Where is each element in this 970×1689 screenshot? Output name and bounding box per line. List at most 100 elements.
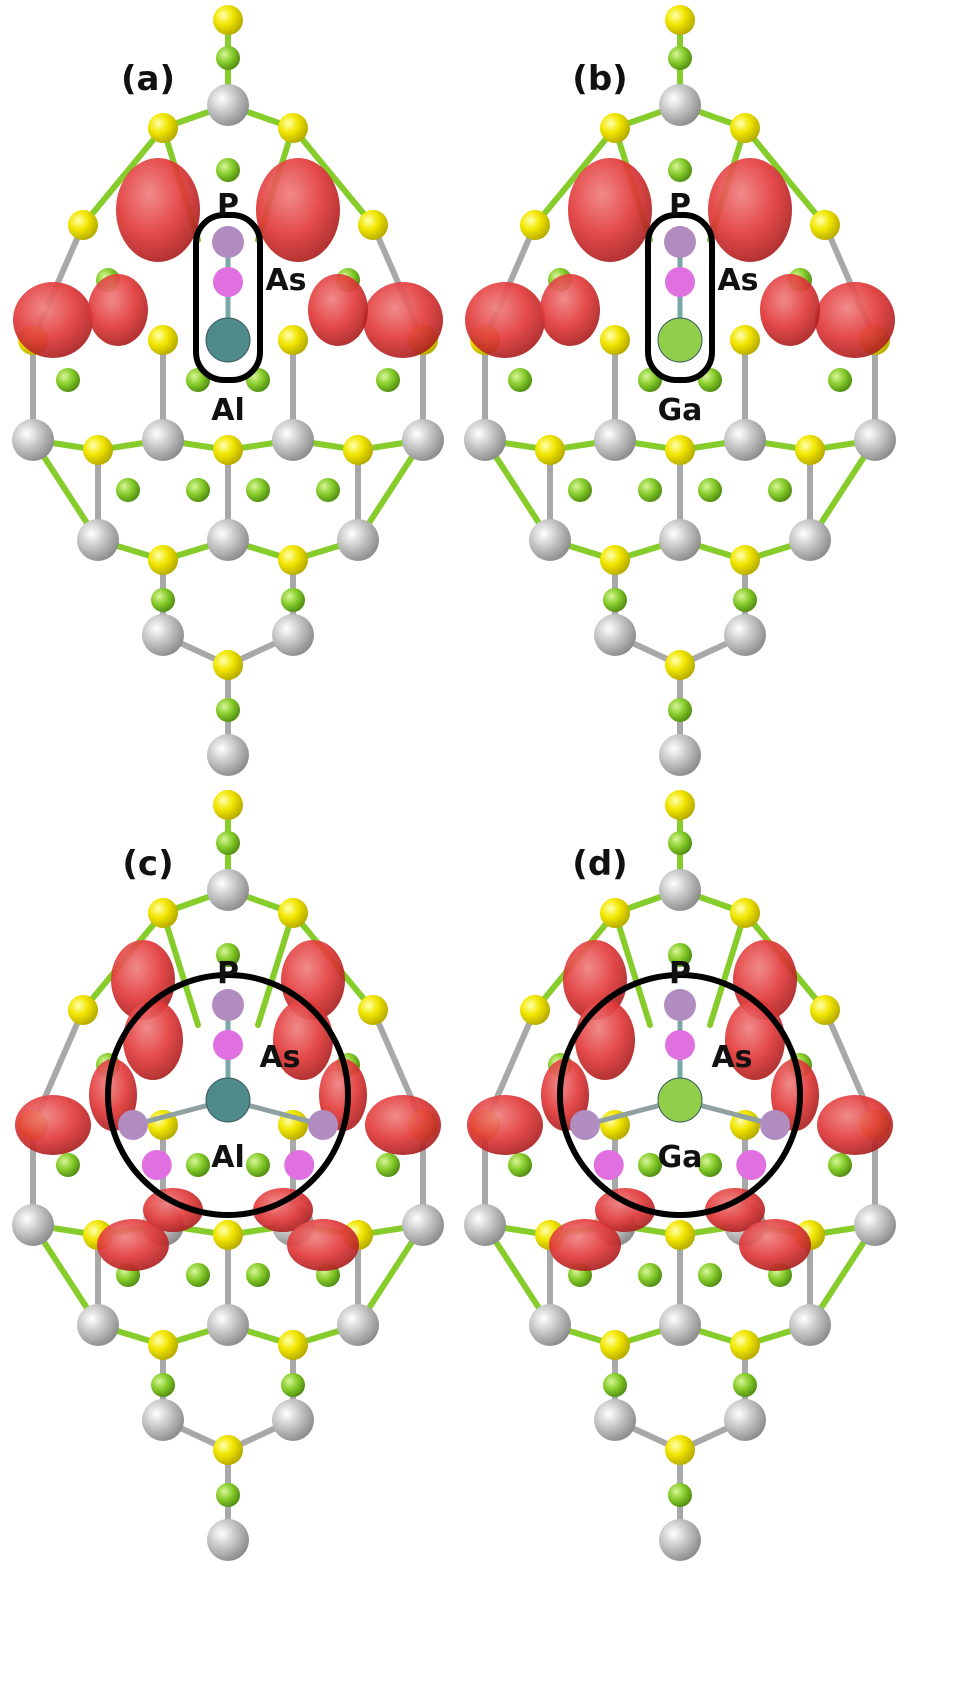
density-lobe bbox=[540, 274, 600, 346]
atom-si bbox=[337, 1304, 379, 1346]
highlight-circle bbox=[105, 972, 351, 1218]
atom-s bbox=[358, 995, 388, 1025]
atom-si bbox=[659, 869, 701, 911]
atom-si bbox=[659, 519, 701, 561]
highlight-capsule bbox=[193, 212, 263, 383]
atom-si bbox=[77, 1304, 119, 1346]
atom-green bbox=[186, 1153, 210, 1177]
atom-green bbox=[246, 1153, 270, 1177]
atom-s bbox=[148, 1330, 178, 1360]
label-as: As bbox=[259, 1040, 300, 1075]
atom-si bbox=[529, 519, 571, 561]
label-dopant: Ga bbox=[658, 393, 703, 428]
atom-green bbox=[56, 368, 80, 392]
label-p: P bbox=[217, 956, 239, 991]
atom-s bbox=[213, 1220, 243, 1250]
atom-green bbox=[316, 478, 340, 502]
atom-si bbox=[207, 1519, 249, 1561]
atom-s bbox=[520, 210, 550, 240]
atom-si bbox=[659, 734, 701, 776]
panel-label: (b) bbox=[572, 59, 627, 99]
highlight-capsule bbox=[645, 212, 715, 383]
atom-green bbox=[216, 46, 240, 70]
atom-si bbox=[272, 614, 314, 656]
density-lobe bbox=[575, 1000, 635, 1080]
bond bbox=[290, 125, 376, 228]
atom-p bbox=[212, 226, 244, 258]
atom-green bbox=[508, 1153, 532, 1177]
atom-si bbox=[529, 1304, 571, 1346]
atom-s bbox=[148, 325, 178, 355]
density-lobe bbox=[595, 1188, 655, 1232]
atom-green bbox=[246, 1263, 270, 1287]
density-lobe bbox=[568, 158, 652, 262]
label-dopant: Al bbox=[211, 393, 245, 428]
density-lobe bbox=[88, 274, 148, 346]
density-lobe bbox=[15, 1095, 91, 1155]
atom-as bbox=[593, 1150, 624, 1180]
atom-s bbox=[148, 113, 178, 143]
atom-p bbox=[308, 1110, 338, 1140]
label-as: As bbox=[717, 263, 758, 298]
atom-green bbox=[216, 943, 240, 967]
atom-green bbox=[638, 1263, 662, 1287]
density-lobe bbox=[549, 1219, 621, 1271]
atom-green bbox=[376, 1153, 400, 1177]
bond bbox=[80, 125, 166, 228]
atom-s bbox=[665, 1435, 695, 1465]
atom-si bbox=[207, 519, 249, 561]
atom-s bbox=[730, 325, 760, 355]
atom-green bbox=[281, 588, 305, 612]
atom-green bbox=[246, 478, 270, 502]
atom-s bbox=[810, 210, 840, 240]
bond bbox=[255, 910, 296, 1028]
atom-s bbox=[83, 435, 113, 465]
density-lobe bbox=[253, 1188, 313, 1232]
atom-as bbox=[141, 1150, 172, 1180]
atom-green bbox=[768, 478, 792, 502]
atom-green bbox=[828, 368, 852, 392]
atom-s bbox=[600, 545, 630, 575]
density-lobe bbox=[116, 158, 200, 262]
atom-s bbox=[600, 113, 630, 143]
atom-dopant bbox=[657, 1077, 703, 1123]
atom-green bbox=[698, 478, 722, 502]
bond bbox=[160, 910, 201, 1028]
atom-s bbox=[730, 113, 760, 143]
atom-si bbox=[789, 1304, 831, 1346]
atom-s bbox=[213, 650, 243, 680]
atom-green bbox=[216, 158, 240, 182]
atom-green bbox=[216, 698, 240, 722]
atom-as bbox=[665, 267, 695, 297]
label-p: P bbox=[669, 956, 691, 991]
atom-green bbox=[376, 368, 400, 392]
atom-s bbox=[535, 435, 565, 465]
atom-s bbox=[278, 325, 308, 355]
atom-si bbox=[142, 614, 184, 656]
atom-green bbox=[733, 588, 757, 612]
atom-si bbox=[77, 519, 119, 561]
density-lobe bbox=[143, 1188, 203, 1232]
atom-s bbox=[665, 435, 695, 465]
label-p: P bbox=[669, 188, 691, 223]
atom-green bbox=[186, 478, 210, 502]
atom-si bbox=[464, 419, 506, 461]
atom-green bbox=[281, 1373, 305, 1397]
density-lobe bbox=[13, 282, 93, 358]
atom-green bbox=[733, 1373, 757, 1397]
atom-s bbox=[278, 545, 308, 575]
atom-as bbox=[213, 1030, 243, 1060]
density-lobe bbox=[256, 158, 340, 262]
atom-s bbox=[148, 898, 178, 928]
atom-si bbox=[594, 1399, 636, 1441]
atom-s bbox=[665, 650, 695, 680]
atom-s bbox=[730, 898, 760, 928]
atom-si bbox=[724, 1399, 766, 1441]
atom-s bbox=[68, 210, 98, 240]
atom-si bbox=[12, 1204, 54, 1246]
atom-si bbox=[594, 419, 636, 461]
atom-s bbox=[520, 995, 550, 1025]
atom-si bbox=[142, 1399, 184, 1441]
atom-s bbox=[665, 5, 695, 35]
